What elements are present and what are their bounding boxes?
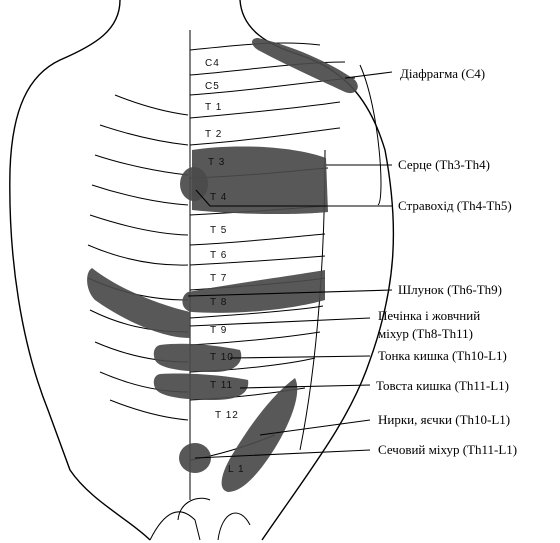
small-intestine-zone bbox=[153, 343, 242, 372]
dermatome-l1: L 1 bbox=[228, 464, 245, 475]
stomach-zone bbox=[182, 270, 325, 313]
label-liver-line2: міхур (Th8-Th11) bbox=[378, 326, 473, 341]
dermatome-t10: T 10 bbox=[210, 352, 234, 363]
dermatome-labels: C4 C5 T 1 T 2 T 3 T 4 T 5 T 6 T 7 T 8 T … bbox=[205, 58, 245, 475]
leader-lines bbox=[187, 71, 393, 459]
dermatome-t8: T 8 bbox=[210, 297, 227, 308]
ribs bbox=[87, 94, 189, 421]
label-small-intestine: Тонка кишка (Th10-L1) bbox=[378, 348, 507, 363]
label-stomach: Шлунок (Th6-Th9) bbox=[398, 282, 502, 297]
dermatome-c4: C4 bbox=[205, 58, 220, 69]
label-kidneys: Нирки, яєчки (Th10-L1) bbox=[378, 412, 510, 427]
organ-labels: Діафрагма (C4) Серце (Th3-Th4) Стравохід… bbox=[376, 66, 517, 457]
dermatome-t9: T 9 bbox=[210, 325, 227, 336]
dermatome-c5: C5 bbox=[205, 81, 220, 92]
esophagus-zone bbox=[180, 167, 208, 201]
pain-zones bbox=[87, 38, 358, 492]
dermatome-t3: T 3 bbox=[208, 157, 225, 168]
large-intestine-zone bbox=[153, 373, 249, 400]
label-heart: Серце (Th3-Th4) bbox=[398, 157, 490, 172]
label-diaphragm: Діафрагма (C4) bbox=[400, 66, 485, 81]
dermatome-t2: T 2 bbox=[205, 129, 222, 140]
dermatome-t4: T 4 bbox=[210, 192, 227, 203]
dermatome-t5: T 5 bbox=[210, 225, 227, 236]
dermatome-t12: T 12 bbox=[215, 410, 239, 421]
dermatome-t7: T 7 bbox=[210, 273, 227, 284]
kidney-zone bbox=[221, 378, 298, 492]
dermatome-t11: T 11 bbox=[210, 380, 233, 391]
label-large-intestine: Товста кишка (Th11-L1) bbox=[376, 378, 509, 393]
label-bladder: Сечовий міхур (Th11-L1) bbox=[378, 442, 517, 457]
diaphragm-zone bbox=[252, 38, 358, 94]
dermatome-t6: T 6 bbox=[210, 250, 227, 261]
label-liver-line1: Печінка і жовчний bbox=[378, 308, 480, 323]
liver-zone bbox=[87, 268, 190, 338]
heart-zone bbox=[192, 146, 328, 215]
dermatome-t1: T 1 bbox=[205, 102, 222, 113]
label-esophagus: Стравохід (Th4-Th5) bbox=[398, 198, 512, 213]
